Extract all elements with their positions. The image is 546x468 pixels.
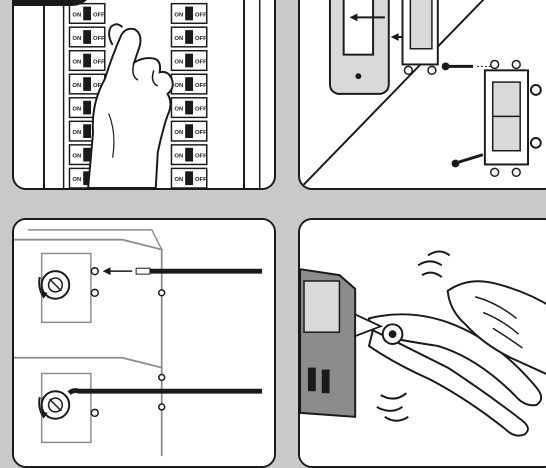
breaker-off-label: OFF: [195, 154, 207, 160]
breaker-on-label: ON: [72, 36, 81, 42]
breaker-on-label: ON: [72, 130, 81, 136]
breaker-hand-icon: ON OFF ON OFF ON OFF ON OFF ON OFF ON OFF ON OFF ON OFF…: [14, 0, 274, 188]
breaker-on-label: ON: [174, 130, 183, 136]
breaker-toggle: [83, 7, 91, 21]
breaker-toggle: [185, 101, 193, 115]
breaker-toggle: [83, 54, 91, 68]
breaker-on-label: ON: [72, 83, 81, 89]
remove-switch-panel: [298, 0, 546, 190]
breaker-on-label: ON: [72, 59, 81, 65]
breaker-toggle: [185, 54, 193, 68]
breaker-toggle: [185, 124, 193, 138]
breaker-on-label: ON: [174, 12, 183, 18]
breaker-off-label: OFF: [195, 177, 207, 183]
breaker-on-label: ON: [174, 59, 183, 65]
breaker-off-label: OFF: [195, 59, 207, 65]
breaker-toggle: [185, 30, 193, 44]
breaker-on-label: ON: [174, 107, 183, 113]
breaker-on-label: ON: [72, 12, 81, 18]
pliers-icon: [300, 220, 546, 466]
breaker-on-label: ON: [72, 154, 81, 160]
turn-off-breaker-panel: ON OFF ON OFF ON OFF ON OFF ON OFF ON OFF ON OFF ON OFF…: [12, 0, 276, 190]
breaker-on-label: ON: [174, 154, 183, 160]
breaker-off-label: OFF: [93, 36, 105, 42]
terminal-screw-icon: [14, 220, 274, 466]
breaker-toggle: [185, 7, 193, 21]
breaker-toggle: [83, 77, 91, 91]
breaker-on-label: ON: [174, 36, 183, 42]
breaker-toggle: [83, 30, 91, 44]
breaker-off-label: OFF: [195, 130, 207, 136]
breaker-toggle: [185, 77, 193, 91]
breaker-off-label: OFF: [93, 59, 105, 65]
breaker-on-label: ON: [174, 83, 183, 89]
wall-switch-icon: [300, 0, 546, 188]
breaker-toggle: [185, 171, 193, 185]
breaker-off-label: OFF: [195, 83, 207, 89]
breaker-toggle: [185, 148, 193, 162]
pliers-switch-panel: [298, 218, 546, 468]
breaker-off-label: OFF: [195, 36, 207, 42]
breaker-toggle: [83, 124, 91, 138]
breaker-off-label: OFF: [195, 12, 207, 18]
breaker-on-label: ON: [72, 177, 81, 183]
breaker-on-label: ON: [174, 177, 183, 183]
breaker-off-label: OFF: [93, 12, 105, 18]
breaker-on-label: ON: [72, 107, 81, 113]
breaker-off-label: OFF: [195, 107, 207, 113]
wire-terminal-panel: [12, 218, 276, 468]
breaker-toggle: [83, 101, 91, 115]
